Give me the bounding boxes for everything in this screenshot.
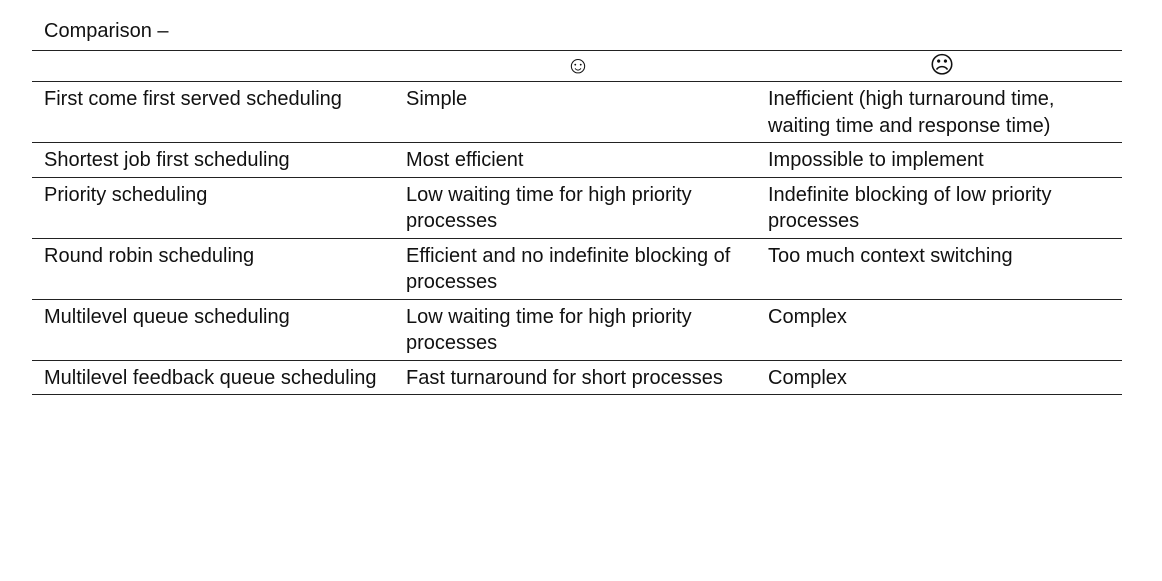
advantage-cell: Low waiting time for high priority proce… bbox=[394, 298, 756, 360]
table-row: First come first served scheduling Simpl… bbox=[32, 81, 1122, 143]
disadvantage-cell: Impossible to implement bbox=[756, 142, 1122, 177]
advantage-cell: Fast turnaround for short processes bbox=[394, 359, 756, 395]
document-page: Comparison – ☺ ☹ First come first served… bbox=[32, 16, 1122, 395]
advantage-cell: Simple bbox=[394, 81, 756, 143]
header-row: ☺ ☹ bbox=[32, 50, 1122, 82]
disadvantage-cell: Complex bbox=[756, 359, 1122, 395]
disadvantage-cell: Indefinite blocking of low priority proc… bbox=[756, 176, 1122, 238]
disadvantage-cell: Complex bbox=[756, 298, 1122, 360]
table-row: Priority scheduling Low waiting time for… bbox=[32, 176, 1122, 238]
comparison-table: ☺ ☹ First come first served scheduling S… bbox=[32, 50, 1122, 395]
table-caption: Comparison – bbox=[44, 20, 169, 42]
table-row: Multilevel queue scheduling Low waiting … bbox=[32, 298, 1122, 360]
algorithm-cell: Multilevel queue scheduling bbox=[32, 298, 394, 360]
algorithm-cell: First come first served scheduling bbox=[32, 81, 394, 143]
advantage-cell: Efficient and no indefinite blocking of … bbox=[394, 237, 756, 299]
header-algorithm bbox=[32, 50, 394, 82]
disadvantage-cell: Too much context switching bbox=[756, 237, 1122, 299]
disadvantage-cell: Inefficient (high turnaround time, waiti… bbox=[756, 81, 1122, 143]
advantage-cell: Low waiting time for high priority proce… bbox=[394, 176, 756, 238]
table-row: Multilevel feedback queue scheduling Fas… bbox=[32, 359, 1122, 395]
advantage-cell: Most efficient bbox=[394, 142, 756, 177]
algorithm-cell: Shortest job first scheduling bbox=[32, 142, 394, 177]
table-row: Round robin scheduling Efficient and no … bbox=[32, 237, 1122, 299]
frowning-face-icon: ☹ bbox=[756, 50, 1122, 82]
algorithm-cell: Priority scheduling bbox=[32, 176, 394, 238]
algorithm-cell: Round robin scheduling bbox=[32, 237, 394, 299]
algorithm-cell: Multilevel feedback queue scheduling bbox=[32, 359, 394, 395]
table-row: Shortest job first scheduling Most effic… bbox=[32, 142, 1122, 177]
smiley-face-icon: ☺ bbox=[394, 50, 756, 82]
